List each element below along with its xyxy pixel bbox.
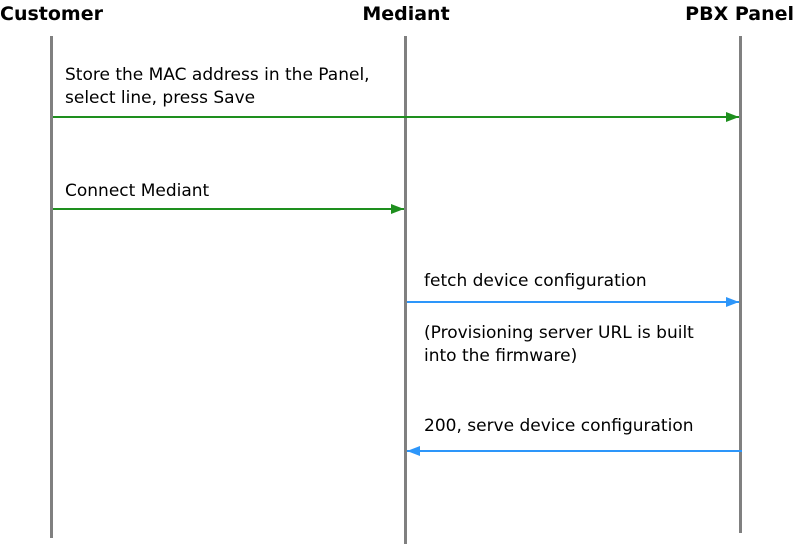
actor-label-mediant: Mediant bbox=[362, 3, 450, 25]
lifeline-pbx-panel bbox=[739, 36, 742, 533]
message-arrow bbox=[407, 297, 739, 307]
message-note: (Provisioning server URL is built into t… bbox=[424, 323, 694, 366]
actor-label-pbx-panel: PBX Panel bbox=[685, 3, 794, 25]
arrowhead-left-icon bbox=[407, 446, 420, 456]
lifeline-mediant bbox=[404, 36, 407, 544]
message-arrow bbox=[53, 112, 739, 122]
arrowhead-right-icon bbox=[726, 112, 739, 122]
message-label: fetch device configuration bbox=[424, 271, 647, 291]
message-arrow bbox=[53, 204, 404, 214]
actor-label-customer: Customer bbox=[0, 3, 103, 25]
arrowhead-right-icon bbox=[726, 297, 739, 307]
message-label: Connect Mediant bbox=[65, 181, 210, 201]
message-arrow bbox=[407, 446, 742, 456]
message-label: Store the MAC address in the Panel, sele… bbox=[65, 65, 370, 108]
message-label: 200, serve device configuration bbox=[424, 416, 694, 436]
arrowhead-right-icon bbox=[391, 204, 404, 214]
lifeline-customer bbox=[50, 36, 53, 538]
